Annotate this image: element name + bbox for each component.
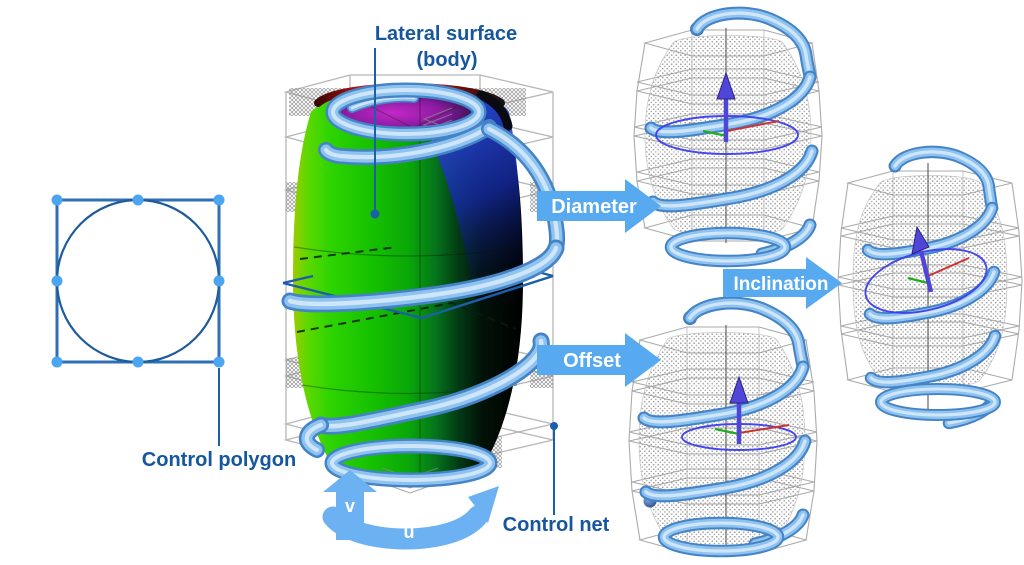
offset-markers [681, 375, 797, 451]
surface-blue-shading [398, 86, 522, 330]
lateral-surface-figure: v u [281, 74, 566, 550]
inclination-result-figure [837, 145, 1023, 430]
marker-x-axis [927, 257, 970, 277]
u-label: u [404, 522, 415, 542]
offset-result-figure [628, 296, 818, 558]
inclination-markers [864, 225, 988, 314]
marker-up-arrow-head [729, 375, 749, 404]
inclination-arrow-label: Inclination [734, 274, 829, 295]
marker-y-axis [714, 427, 740, 436]
control-point [132, 356, 144, 368]
marker-y-axis [702, 129, 728, 138]
diameter-helix [644, 6, 819, 268]
inclination-arrow [723, 257, 842, 309]
lateral-surface-leader-dot [370, 209, 380, 219]
control-polygon-square [55, 198, 221, 364]
lateral-surface-body [293, 83, 523, 482]
marker-inclined-circle [864, 248, 988, 314]
control-point [51, 275, 63, 287]
hidden-edge-dashes [296, 246, 517, 333]
marker-up-arrow-head [716, 71, 736, 100]
lateral-surface-label-line1: Lateral surface [375, 23, 517, 45]
diameter-markers [655, 71, 799, 155]
marker-up-arrow-head [911, 225, 930, 255]
offset-arrow [537, 333, 661, 387]
offset-helix [637, 296, 812, 558]
v-label: v [345, 496, 355, 516]
control-point [51, 356, 63, 368]
inclination-helix [861, 145, 1002, 430]
control-point [213, 356, 225, 368]
transform-arrows: Diameter Offset Inclination [537, 179, 842, 387]
u-direction-arrow [322, 505, 489, 550]
control-point [132, 194, 144, 206]
marker-x-axis [738, 424, 790, 434]
diameter-arrow-label: Diameter [551, 196, 637, 218]
control-points [51, 194, 225, 368]
lateral-surface-label-line2: (body) [416, 49, 477, 71]
control-polygon-figure [51, 194, 225, 446]
control-point [213, 275, 225, 287]
offset-mesh-barrel [638, 332, 806, 548]
control-polygon-label: Control polygon [142, 449, 296, 471]
offset-arrow-label: Offset [563, 350, 621, 372]
control-point [213, 194, 225, 206]
control-net-label: Control net [503, 514, 610, 536]
marker-up-arrow-shaft [918, 250, 934, 293]
marker-x-axis [726, 120, 780, 132]
u-arrow-head [468, 486, 499, 523]
control-net-leader-dot [550, 422, 558, 430]
diameter-result-figure [633, 6, 823, 268]
control-point [51, 194, 63, 206]
marker-y-axis [907, 276, 929, 285]
diameter-arrow [537, 179, 661, 233]
annotations: Lateral surface (body) Control polygon C… [142, 23, 610, 536]
